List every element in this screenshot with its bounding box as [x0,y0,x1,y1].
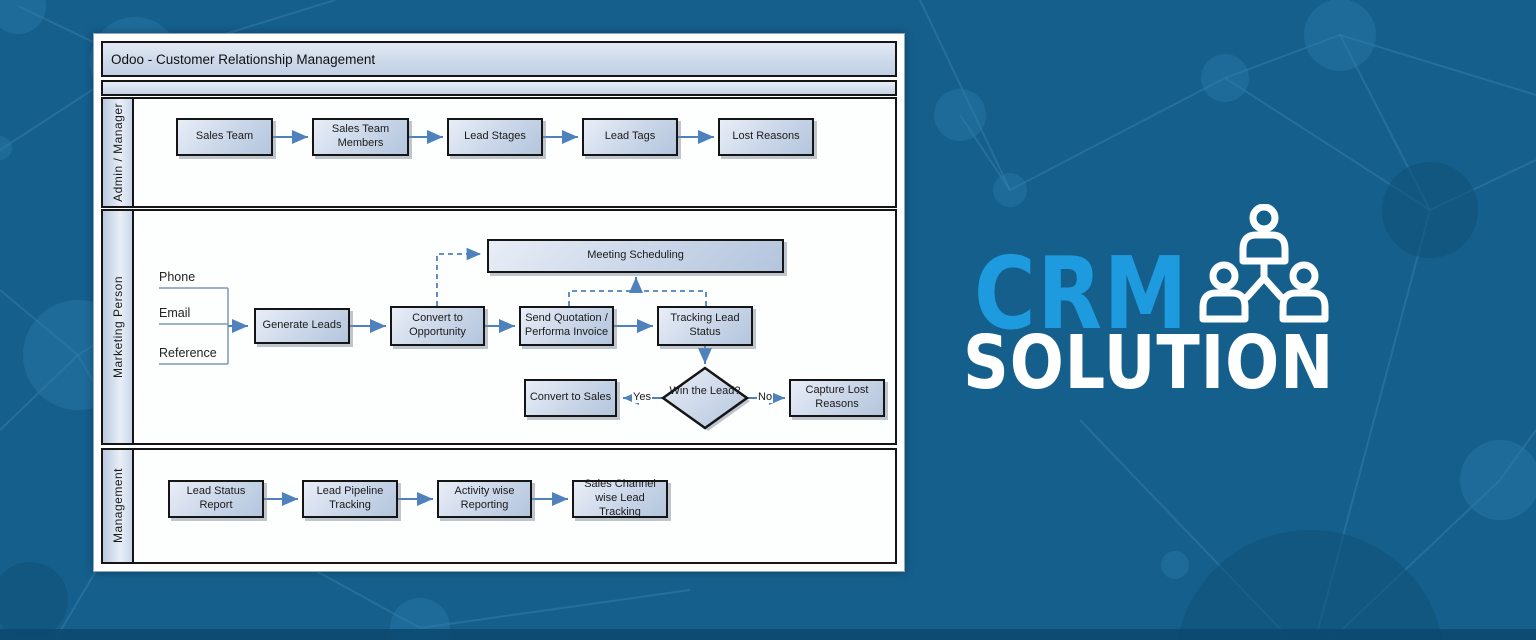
crm-accent-title: CRM [974,235,1189,352]
node-tracking-lead-status: Tracking Lead Status [657,306,753,346]
node-sales-team: Sales Team [176,118,273,156]
node-sales-channel-wise-lead-tracking: Sales Channel wise Lead Tracking [572,478,668,518]
source-label-reference: Reference [159,346,217,360]
icon-connector-lines [1243,258,1285,301]
source-label-phone: Phone [159,270,196,284]
bottom-strip [0,629,1536,640]
node-lost-reasons: Lost Reasons [718,118,814,156]
flowchart-panel: Odoo - Customer Relationship Management … [93,33,905,572]
source-label-email: Email [159,306,191,320]
phase-bar [101,80,897,96]
icon-person-top [1239,204,1289,265]
people-network-icon [1199,204,1329,323]
node-send-quotation-performa-invoice: Send Quotation / Performa Invoice [519,306,614,346]
node-lead-pipeline-tracking: Lead Pipeline Tracking [302,480,398,518]
node-convert-to-sales: Convert to Sales [524,379,617,417]
node-convert-to-opportunity: Convert to Opportunity [390,306,485,346]
lane-label-management: Management [103,450,134,562]
diagram-title-bar: Odoo - Customer Relationship Management [101,41,897,77]
node-activity-wise-reporting: Activity wise Reporting [437,480,532,518]
solution-title: SOLUTION [963,320,1335,406]
node-lead-status-report: Lead Status Report [168,480,264,518]
node-lead-stages: Lead Stages [447,118,543,156]
node-meeting-scheduling: Meeting Scheduling [487,239,784,273]
lane-label-admin-manager: Admin / Manager [103,99,134,206]
node-win-the-lead-decision: Win the Lead? [669,385,741,397]
node-lead-tags: Lead Tags [582,118,678,156]
node-generate-leads: Generate Leads [254,308,350,344]
edge-label-no: No [757,391,774,403]
icon-person-right [1279,261,1329,323]
node-capture-lost-reasons: Capture Lost Reasons [789,379,885,417]
lane-label-text: Marketing Person [110,275,125,379]
node-sales-team-members: Sales Team Members [312,118,409,156]
lane-label-text: Management [110,468,125,544]
lane-label-text: Admin / Manager [110,103,125,202]
edge-label-yes: Yes [632,391,652,403]
icon-person-left [1199,261,1249,323]
lane-label-marketing-person: Marketing Person [103,211,134,443]
diagram-title: Odoo - Customer Relationship Management [111,51,376,67]
